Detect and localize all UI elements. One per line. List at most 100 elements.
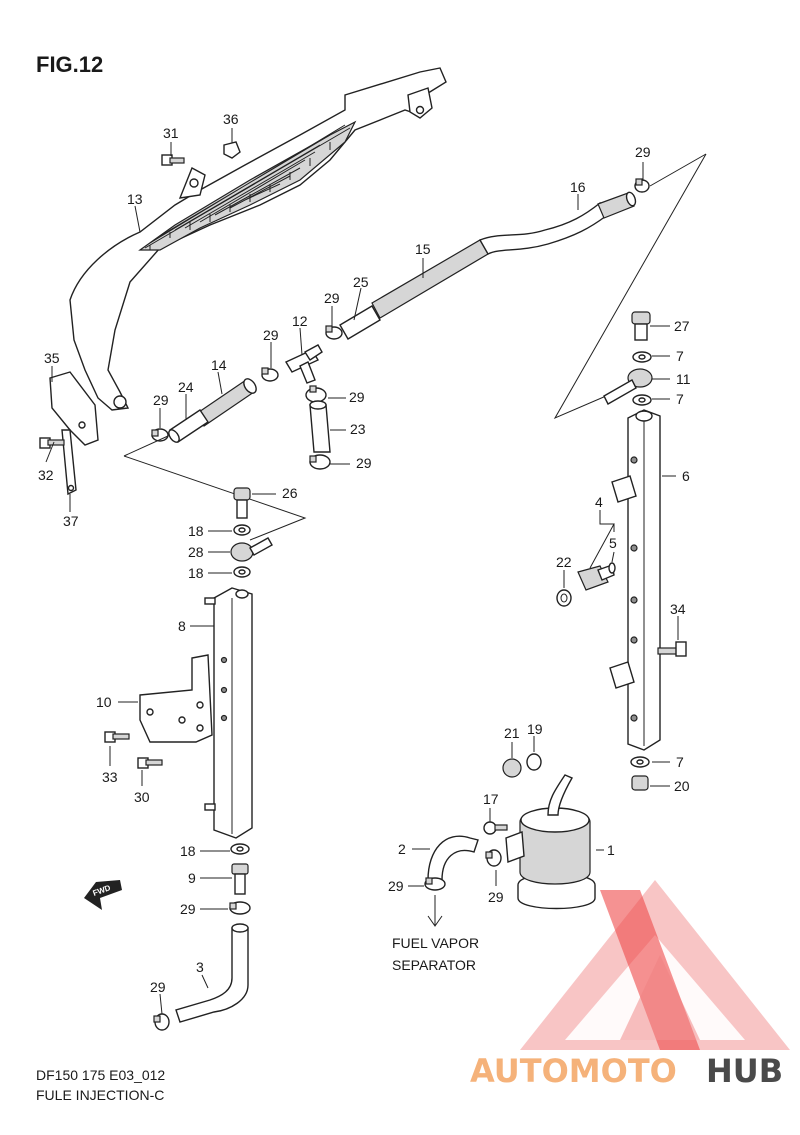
- callout-7-b: 7: [676, 391, 684, 407]
- part-20-plug: [631, 775, 649, 791]
- callout-21: 21: [504, 725, 520, 741]
- callout-37: 37: [63, 513, 79, 529]
- footer-code: DF150 175 E03_012: [36, 1067, 165, 1083]
- part-25-pipe: [339, 305, 381, 340]
- part-1-fuel-pump: [505, 774, 596, 910]
- callout-34: 34: [670, 601, 686, 617]
- callout-7-c: 7: [676, 754, 684, 770]
- callout-29-j: 29: [488, 889, 504, 905]
- watermark-text-primary: AUTOMOTO: [470, 1052, 677, 1090]
- callout-30: 30: [134, 789, 150, 805]
- callout-36: 36: [223, 111, 239, 127]
- part-33-bolt: [104, 731, 130, 743]
- part-11-banjo-fitting: [603, 368, 653, 405]
- callout-18-c: 18: [180, 843, 196, 859]
- part-14-hose: [195, 378, 257, 427]
- part-31-bolt: [161, 154, 185, 166]
- callout-19: 19: [527, 721, 543, 737]
- arrow-down-icon: [427, 895, 443, 927]
- part-10-bracket: [139, 654, 213, 743]
- callout-5: 5: [609, 535, 617, 551]
- part-21-grommet: [502, 758, 522, 778]
- watermark-logo: [520, 880, 790, 1050]
- part-29-clamp-f: [309, 454, 331, 470]
- part-29-clamp-b: [261, 367, 279, 382]
- callout-17: 17: [483, 791, 499, 807]
- callout-29-g: 29: [180, 901, 196, 917]
- part-18-washer-b: [233, 566, 251, 578]
- callout-6: 6: [682, 468, 690, 484]
- part-29-clamp-i: [424, 877, 446, 891]
- figure-title: FIG.12: [36, 52, 103, 77]
- callout-35: 35: [44, 350, 60, 366]
- part-36-nut: [223, 141, 241, 159]
- callout-29-f: 29: [356, 455, 372, 471]
- part-29-clamp-e: [305, 385, 327, 403]
- callout-26: 26: [282, 485, 298, 501]
- part-34-bolt: [657, 641, 687, 657]
- callout-28: 28: [188, 544, 204, 560]
- part-30-bolt: [137, 757, 163, 769]
- callout-16: 16: [570, 179, 586, 195]
- part-7-washer-b: [632, 394, 652, 406]
- part-7-washer-a: [632, 351, 652, 363]
- part-22-grommet: [556, 589, 572, 607]
- part-29-clamp-d: [634, 178, 650, 193]
- part-32-bolt: [39, 437, 65, 449]
- callout-24: 24: [178, 379, 194, 395]
- callout-10: 10: [96, 694, 112, 710]
- callout-31: 31: [163, 125, 179, 141]
- part-29-clamp-h: [153, 1013, 170, 1031]
- callout-12: 12: [292, 313, 308, 329]
- part-29-clamp-c: [325, 325, 343, 340]
- callout-29-a: 29: [153, 392, 169, 408]
- callout-8: 8: [178, 618, 186, 634]
- part-8-fuel-rail-left: [204, 587, 253, 839]
- callout-15: 15: [415, 241, 431, 257]
- part-16-hose: [478, 191, 637, 255]
- vapor-separator-note-line1: FUEL VAPOR: [392, 935, 479, 951]
- part-3-hose: [175, 923, 249, 1023]
- callout-29-h: 29: [150, 979, 166, 995]
- part-35-bracket: [49, 371, 99, 446]
- callout-2: 2: [398, 841, 406, 857]
- callout-29-e: 29: [349, 389, 365, 405]
- callout-25: 25: [353, 274, 369, 290]
- part-23-hose: [309, 400, 331, 453]
- callout-29-b: 29: [263, 327, 279, 343]
- callout-20: 20: [674, 778, 690, 794]
- footer-name: FULE INJECTION-C: [36, 1087, 164, 1103]
- part-4-injector: [577, 564, 615, 591]
- fwd-arrow-icon: FWD: [84, 880, 122, 910]
- vapor-separator-note-line2: SEPARATOR: [392, 957, 476, 973]
- callout-29-d: 29: [635, 144, 651, 160]
- part-27-union-bolt: [631, 311, 651, 341]
- callout-18-b: 18: [188, 565, 204, 581]
- part-5-o-ring: [608, 562, 616, 574]
- part-29-clamp-j: [485, 849, 502, 867]
- callout-4: 4: [595, 494, 603, 510]
- part-9-fitting: [231, 863, 249, 895]
- part-29-clamp-g: [229, 901, 251, 915]
- callout-32: 32: [38, 467, 54, 483]
- callout-22: 22: [556, 554, 572, 570]
- callout-9: 9: [188, 870, 196, 886]
- watermark-text-secondary: HUB: [706, 1052, 783, 1090]
- part-26-union-bolt: [233, 487, 251, 519]
- callout-7-a: 7: [676, 348, 684, 364]
- callout-27: 27: [674, 318, 690, 334]
- part-7-washer-c: [630, 756, 650, 768]
- part-2-hose: [427, 835, 479, 881]
- callout-1: 1: [607, 842, 615, 858]
- callout-29-c: 29: [324, 290, 340, 306]
- callout-leaders: [45, 128, 679, 1015]
- callout-29-i: 29: [388, 878, 404, 894]
- part-6-fuel-rail-right: [609, 409, 661, 751]
- callout-13: 13: [127, 191, 143, 207]
- part-12-t-joint: [284, 344, 323, 384]
- assembly-leader-lines: [123, 153, 707, 541]
- callout-11: 11: [676, 371, 691, 387]
- part-28-banjo-fitting: [230, 537, 273, 562]
- part-17-screw: [483, 821, 508, 835]
